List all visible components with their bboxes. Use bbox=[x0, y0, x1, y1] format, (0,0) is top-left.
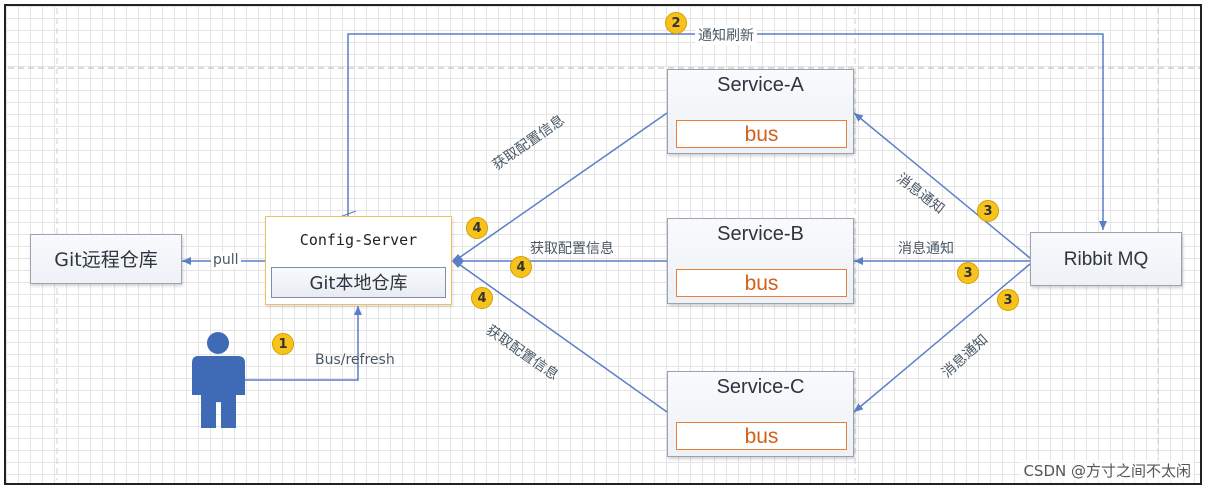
step-badge-2: 2 bbox=[665, 12, 687, 34]
service-c-node: Service-C bus bbox=[667, 371, 854, 457]
user-icon bbox=[192, 332, 245, 428]
service-a-bus: bus bbox=[676, 120, 847, 148]
step-badge-1: 1 bbox=[272, 333, 294, 355]
service-b-bus: bus bbox=[676, 269, 847, 297]
step-badge-3: 3 bbox=[977, 200, 999, 222]
aggregation-diamond bbox=[452, 254, 464, 268]
watermark: CSDN @方寸之间不太闲 bbox=[1020, 460, 1194, 481]
get-config-line-a bbox=[455, 112, 668, 261]
service-c-title: Service-C bbox=[716, 376, 805, 398]
service-a-title: Service-A bbox=[717, 74, 804, 96]
step-badge-4: 4 bbox=[510, 256, 532, 278]
service-b-title: Service-B bbox=[717, 223, 804, 245]
notify-refresh-label: 通知刷新 bbox=[695, 25, 757, 45]
git-remote-node: Git远程仓库 bbox=[30, 234, 182, 284]
step-badge-4: 4 bbox=[466, 217, 488, 239]
rabbit-mq-node: Ribbit MQ bbox=[1030, 232, 1182, 286]
message-notify-label-b: 消息通知 bbox=[898, 241, 954, 257]
step-badge-3: 3 bbox=[957, 262, 979, 284]
step-badge-3: 3 bbox=[997, 289, 1019, 311]
rabbit-mq-label: Ribbit MQ bbox=[1063, 249, 1149, 270]
step-badge-4: 4 bbox=[471, 287, 493, 309]
mq-to-service-c-arrow bbox=[853, 263, 1031, 413]
get-config-label-b: 获取配置信息 bbox=[530, 241, 614, 257]
git-local-repo: Git本地仓库 bbox=[271, 267, 446, 298]
pull-label: pull bbox=[211, 252, 241, 268]
config-server-node: Config-Server Git本地仓库 bbox=[265, 216, 452, 305]
service-c-bus: bus bbox=[676, 422, 847, 450]
bus-refresh-arrow bbox=[245, 306, 362, 381]
get-config-line-c bbox=[455, 261, 668, 413]
mq-to-service-a-arrow bbox=[853, 112, 1031, 259]
git-remote-label: Git远程仓库 bbox=[54, 249, 158, 271]
service-a-node: Service-A bus bbox=[667, 69, 854, 154]
config-server-title: Config-Server bbox=[299, 231, 418, 249]
service-b-node: Service-B bus bbox=[667, 218, 854, 304]
bus-refresh-label: Bus/refresh bbox=[315, 352, 395, 368]
